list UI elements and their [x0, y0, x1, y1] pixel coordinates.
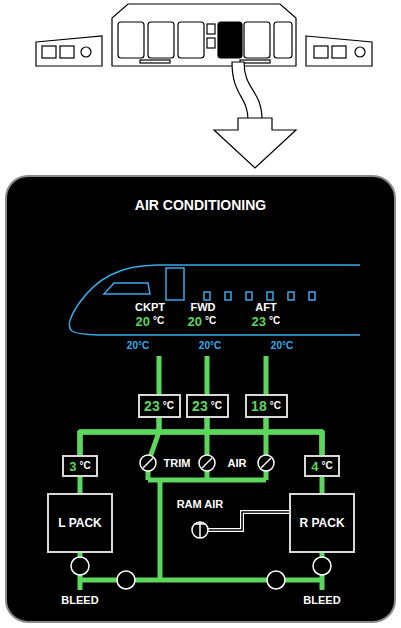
duct-temp-box: 23°C	[186, 394, 229, 418]
box-value: L PACK	[58, 517, 102, 529]
aft-duct	[264, 356, 269, 396]
duct-temp-box: 18°C	[245, 394, 288, 418]
display-panel	[6, 176, 395, 622]
display	[207, 38, 215, 48]
source-label: BLEED	[303, 595, 340, 606]
fwd-duct	[205, 356, 210, 396]
box-value: 23	[144, 399, 160, 413]
air-duct	[159, 418, 322, 455]
temp-unit: °C	[163, 401, 174, 411]
selected-display	[218, 22, 242, 58]
crossbleed-valve	[267, 571, 285, 589]
display	[244, 22, 270, 58]
zone-temp: 20	[136, 315, 150, 328]
bleed-valve	[71, 557, 89, 575]
box-value: 18	[251, 399, 267, 413]
display	[207, 24, 215, 34]
arrow-stem	[232, 62, 262, 120]
trim-valve	[258, 455, 274, 471]
pack-temp-box: 4 °C	[304, 455, 340, 477]
trim-manifold	[148, 478, 266, 483]
ducts	[80, 356, 322, 590]
valve-label: AIR	[228, 458, 247, 469]
pack-temp-box: 3 °C	[62, 455, 98, 477]
arrow-head	[214, 118, 296, 168]
ram-air-line	[208, 512, 289, 530]
temp-unit: °C	[80, 461, 91, 471]
ram-air-valve	[192, 522, 208, 538]
air-duct	[80, 418, 159, 455]
target-temp: 20°C	[127, 341, 149, 351]
temp-unit: °C	[270, 401, 281, 411]
display	[274, 22, 292, 58]
panel-strip	[140, 60, 170, 63]
box-value: R PACK	[299, 517, 344, 529]
aircraft-outline	[69, 265, 360, 335]
box-value: 23	[192, 399, 208, 413]
valve-label: TRIM	[164, 458, 191, 469]
console-display	[332, 46, 346, 58]
door	[166, 268, 184, 300]
trim-valve	[199, 455, 215, 471]
source-label: BLEED	[61, 595, 98, 606]
temp-unit: °C	[269, 316, 280, 326]
bleed-valve	[313, 557, 331, 575]
right-console	[306, 36, 372, 66]
panel-title: AIR CONDITIONING	[0, 198, 401, 212]
zone-name: FWD	[190, 302, 215, 313]
window	[246, 292, 252, 300]
valve-label: RAM AIR	[177, 499, 224, 510]
temp-unit: °C	[153, 316, 164, 326]
zone-temp: 20	[188, 315, 202, 328]
console-display	[314, 46, 328, 58]
cockpit-panel	[36, 4, 372, 66]
zone-temp: 23	[252, 315, 266, 328]
cockpit-duct	[157, 356, 162, 396]
air-duct	[207, 418, 322, 455]
main-panel	[112, 4, 296, 66]
target-temp: 20°C	[199, 341, 221, 351]
fuselage	[69, 265, 360, 335]
cockpit-window	[104, 283, 150, 294]
pointer-arrow	[214, 62, 296, 168]
air-duct	[80, 418, 207, 455]
window	[309, 292, 315, 300]
window	[267, 292, 273, 300]
zone-name: AFT	[255, 302, 276, 313]
box-value: 3	[69, 460, 76, 473]
crossbleed-valve	[117, 571, 135, 589]
air-duct	[80, 418, 266, 455]
air-duct	[266, 418, 322, 455]
display	[178, 22, 204, 58]
temp-unit: °C	[322, 461, 333, 471]
air-duct	[78, 477, 83, 493]
console-knob	[81, 47, 91, 57]
zone-name: CKPT	[135, 302, 165, 313]
window	[204, 292, 210, 300]
pack-box: R PACK	[289, 493, 355, 553]
air-duct	[320, 477, 325, 493]
trim-supply	[158, 480, 163, 580]
target-temp: 20°C	[271, 341, 293, 351]
display	[148, 22, 174, 58]
temp-unit: °C	[205, 316, 216, 326]
duct-temp-box: 23°C	[138, 394, 181, 418]
console-display	[42, 46, 56, 58]
temp-unit: °C	[211, 401, 222, 411]
pack-box: L PACK	[47, 493, 113, 553]
window	[288, 292, 294, 300]
box-value: 4	[311, 460, 318, 473]
console-knob	[355, 47, 365, 57]
window	[225, 292, 231, 300]
console-display	[60, 46, 74, 58]
left-console	[36, 36, 102, 66]
trim-valve	[140, 455, 156, 471]
display	[118, 22, 144, 58]
